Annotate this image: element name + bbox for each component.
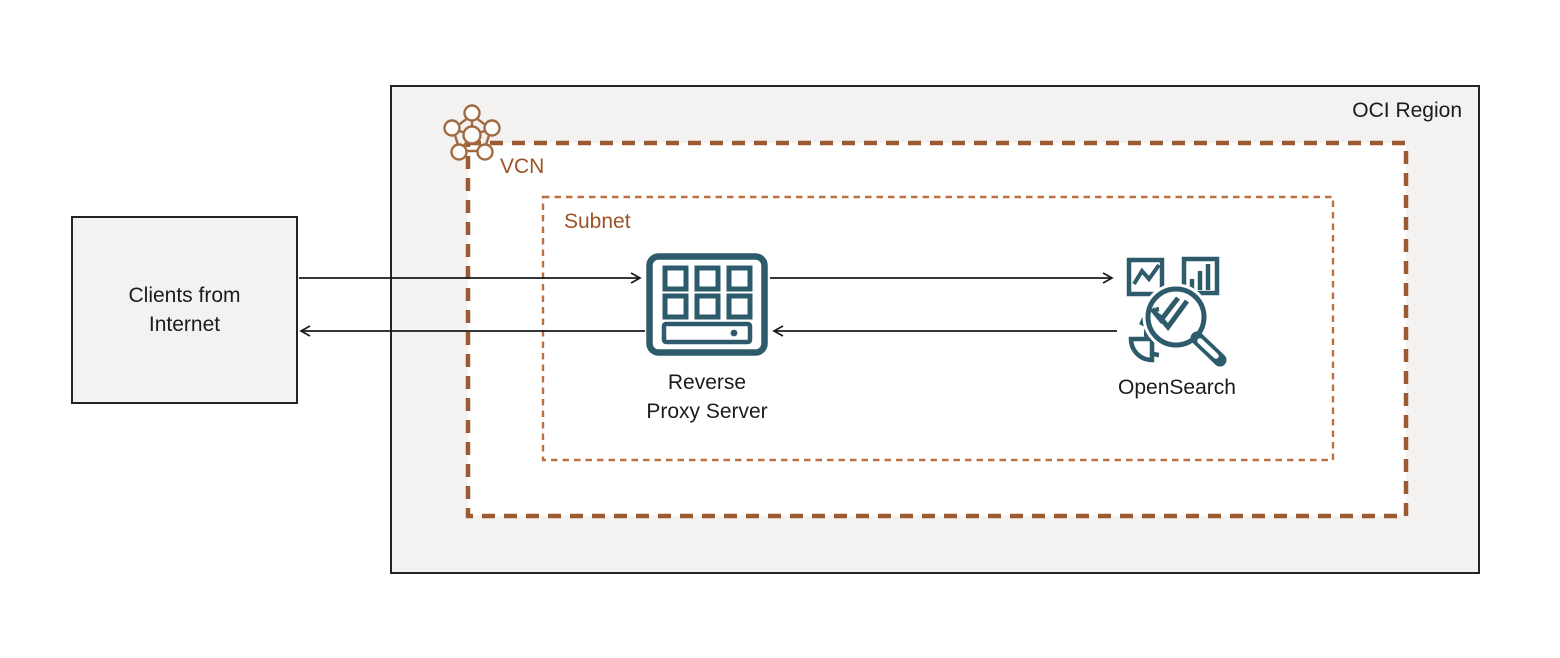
subnet-label: Subnet [564,210,631,233]
vcn-label: VCN [500,155,545,178]
clients-node-label: Clients from Internet [128,284,241,336]
server-grid-icon [646,253,768,356]
opensearch-label: OpenSearch [1118,376,1236,399]
clients-node: Clients from Internet [71,216,298,404]
oci-region-label: OCI Region [1352,99,1462,122]
vcn-network-icon [443,104,501,161]
opensearch-magnifier-icon [1126,256,1227,367]
reverse-proxy-label: Reverse Proxy Server [646,371,768,423]
